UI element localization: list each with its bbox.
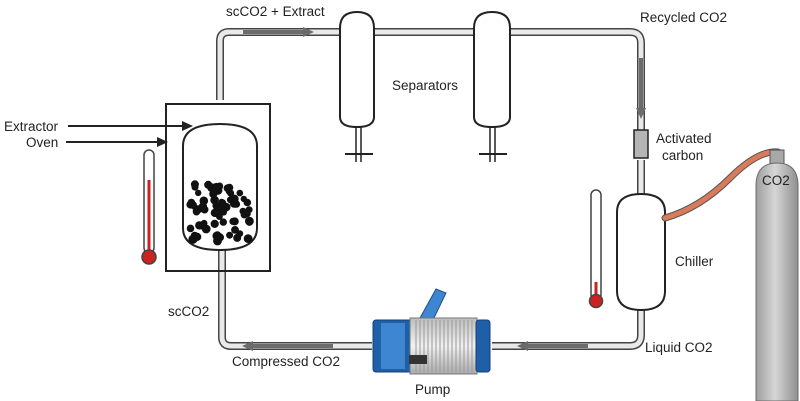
flow-arrows: [242, 27, 646, 351]
particle: [218, 198, 225, 206]
thermometer-icon: [588, 189, 604, 309]
pipe-loop: [216, 28, 645, 350]
particle: [204, 180, 213, 189]
particle: [191, 183, 199, 191]
particle: [233, 233, 242, 242]
label-recycled-co2: Recycled CO2: [640, 10, 727, 25]
extractor-vessel: [182, 122, 258, 252]
extractor-pointer-arrows: [66, 121, 193, 147]
particle: [231, 226, 239, 234]
flow-arrow-right: [636, 58, 646, 119]
particle: [195, 221, 204, 230]
pump-icon: [372, 288, 491, 375]
particle: [236, 189, 244, 197]
oven-box: [165, 103, 271, 272]
label-extractor: Extractor: [4, 119, 59, 134]
particle: [246, 219, 253, 226]
particle: [201, 224, 211, 234]
particle: [226, 231, 234, 239]
flow-arrow-bottom-right: [517, 341, 588, 351]
label-oven: Oven: [26, 135, 58, 150]
particle: [244, 210, 251, 218]
particle: [227, 189, 235, 197]
label-liquid-co2: Liquid CO2: [645, 340, 713, 355]
particle: [195, 189, 202, 197]
particle: [186, 224, 195, 233]
particle: [240, 195, 247, 203]
separator-1: [339, 10, 375, 162]
label-separators: Separators: [392, 78, 458, 93]
filter-icon: [633, 129, 649, 159]
particle: [210, 208, 220, 218]
label-chiller: Chiller: [675, 254, 714, 269]
particle: [229, 198, 239, 208]
thermometer-icon: [141, 149, 157, 265]
particle: [199, 196, 209, 206]
particle: [211, 182, 221, 193]
label-carbon: carbon: [662, 148, 703, 163]
particle: [209, 189, 218, 199]
flow-arrow-bottom-left: [242, 341, 333, 351]
chiller-vessel: [616, 192, 666, 312]
particle: [212, 231, 221, 241]
labels: Extractor Oven scCO2 + Extract Separator…: [4, 4, 790, 397]
flow-arrow-top: [243, 27, 314, 37]
particle: [210, 219, 219, 228]
label-activated: Activated: [656, 131, 712, 146]
separator-2: [473, 10, 511, 162]
particle: [192, 207, 201, 216]
label-compressed-co2: Compressed CO2: [232, 354, 340, 369]
particle: [189, 201, 198, 210]
solid-particles: [186, 180, 254, 246]
label-co2-tank: CO2: [762, 173, 790, 188]
particle: [243, 234, 253, 244]
particle: [219, 218, 227, 226]
particle: [229, 217, 237, 225]
label-pump: Pump: [415, 382, 450, 397]
particle: [212, 201, 221, 210]
particle: [193, 232, 202, 241]
gas-tank-icon: [755, 149, 799, 401]
label-sc-co2-extract: scCO2 + Extract: [226, 4, 325, 19]
label-sc-co2: scCO2: [168, 304, 209, 319]
